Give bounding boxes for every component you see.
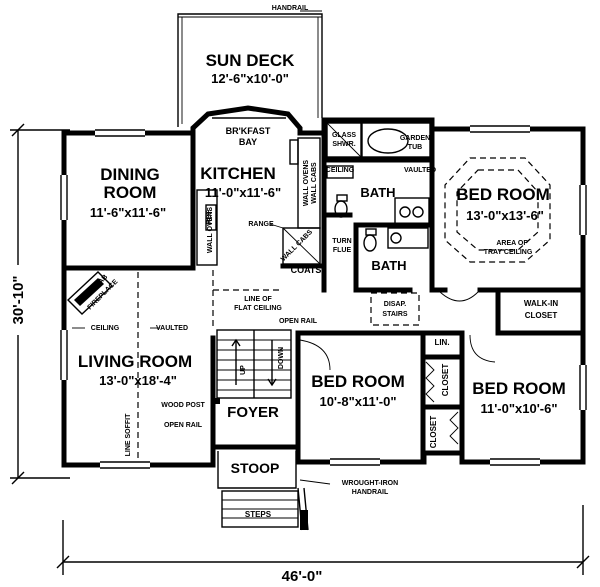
glass-shower-line1: GLASS xyxy=(332,132,356,139)
wrought-iron-line2: HANDRAIL xyxy=(352,489,389,496)
master-bath-name: BATH xyxy=(360,185,395,200)
range-label: RANGE xyxy=(248,221,274,228)
closet-lower-label: CLOSET xyxy=(429,416,438,449)
door-swings xyxy=(299,291,496,371)
open-rail-top: OPEN RAIL xyxy=(279,318,318,325)
wood-post-label: WOOD POST xyxy=(161,402,205,409)
vaulted-bath-line1: VAULTED xyxy=(404,167,436,174)
sun-deck-name: SUN DECK xyxy=(206,51,296,70)
foyer-name: FOYER xyxy=(227,404,279,421)
width-dimension: 46'-0" xyxy=(282,568,323,585)
stairs-down-label: DOWN xyxy=(278,347,285,369)
master-bedroom-name: BED ROOM xyxy=(456,185,550,204)
bedroom-right-name: BED ROOM xyxy=(472,379,566,398)
turn-flue-line2: FLUE xyxy=(333,247,352,254)
stairs xyxy=(214,329,292,404)
ceiling-label: CEILING xyxy=(91,325,120,332)
kitchen-name: KITCHEN xyxy=(200,164,276,183)
garden-tub-line2: TUB xyxy=(408,144,422,151)
dining-size: 11'-6"x11'-6" xyxy=(90,205,166,220)
interior-walls xyxy=(61,126,586,465)
bedroom-mid-size: 10'-8"x11'-0" xyxy=(319,394,396,409)
kitchen-size: 11'-0"x11'-6" xyxy=(205,185,281,200)
vaulted-label: VAULTED xyxy=(156,325,188,332)
bedroom-right-size: 11'-0"x10'-6" xyxy=(480,401,557,416)
sun-deck xyxy=(177,10,323,127)
dining-name-line2: ROOM xyxy=(104,183,157,202)
wrought-iron-line1: WROUGHT-IRON xyxy=(342,480,398,487)
ref-label: REF. xyxy=(206,209,213,224)
wall-ovens-right: WALL OVENS xyxy=(303,160,310,206)
living-room-size: 13'-0"x18'-4" xyxy=(99,373,177,388)
stoop-outline xyxy=(217,451,331,531)
flat-ceiling-line2: FLAT CEILING xyxy=(234,305,282,312)
steps-label: STEPS xyxy=(245,510,272,519)
tray-ceiling-note2: TRAY CEILING xyxy=(484,249,533,256)
wall-cabs-corner: WALL CABS xyxy=(280,229,315,264)
linen-label: LIN. xyxy=(434,338,449,347)
master-bedroom-size: 13'-0"x13'-6" xyxy=(466,208,544,223)
living-room-name: LIVING ROOM xyxy=(78,352,192,371)
breakfast-bay-line1: BR'KFAST xyxy=(226,126,271,136)
glass-shower-line2: SHWR. xyxy=(332,141,355,148)
stoop-name: STOOP xyxy=(231,460,280,476)
handrail-label: HANDRAIL xyxy=(272,5,309,12)
open-rail-label: OPEN RAIL xyxy=(164,422,203,429)
tray-ceiling-note1: AREA OF xyxy=(496,240,528,247)
sun-deck-size: 12'-6"x10'-0" xyxy=(211,71,289,86)
turn-flue-line1: TURN xyxy=(332,238,351,245)
coats-label: COATS xyxy=(291,265,322,275)
closet-doors xyxy=(425,361,459,445)
bedroom-mid-name: BED ROOM xyxy=(311,372,405,391)
fireplace xyxy=(66,271,114,315)
dining-name-line1: DINING xyxy=(100,165,160,184)
stairs-up-label: UP xyxy=(240,365,247,375)
garden-tub-line1: GARDEN xyxy=(400,135,430,142)
flat-ceiling-line1: LINE OF xyxy=(244,296,272,303)
closet-upper-label: CLOSET xyxy=(441,364,450,397)
bath-name: BATH xyxy=(371,258,406,273)
vaulted-bath-line2: CEILING xyxy=(326,167,355,174)
disap-stairs-line1: DISAP. xyxy=(384,301,406,308)
windows xyxy=(59,117,588,470)
master-bath-fixtures xyxy=(326,122,431,252)
kitchen-cabinets xyxy=(196,137,321,266)
wall-cabs-right: WALL CABS xyxy=(311,162,318,204)
walkin-closet-line1: WALK-IN xyxy=(524,299,558,308)
wall-ovens-left: WALL OVENS xyxy=(207,207,214,253)
depth-dimension: 30'-10" xyxy=(10,275,27,324)
disap-stairs-line2: STAIRS xyxy=(382,311,407,318)
breakfast-bay-line2: BAY xyxy=(239,137,257,147)
line-soffit-label: LINE SOFFIT xyxy=(125,413,132,457)
walkin-closet-line2: CLOSET xyxy=(525,311,558,320)
tray-ceiling-outline xyxy=(444,157,551,263)
